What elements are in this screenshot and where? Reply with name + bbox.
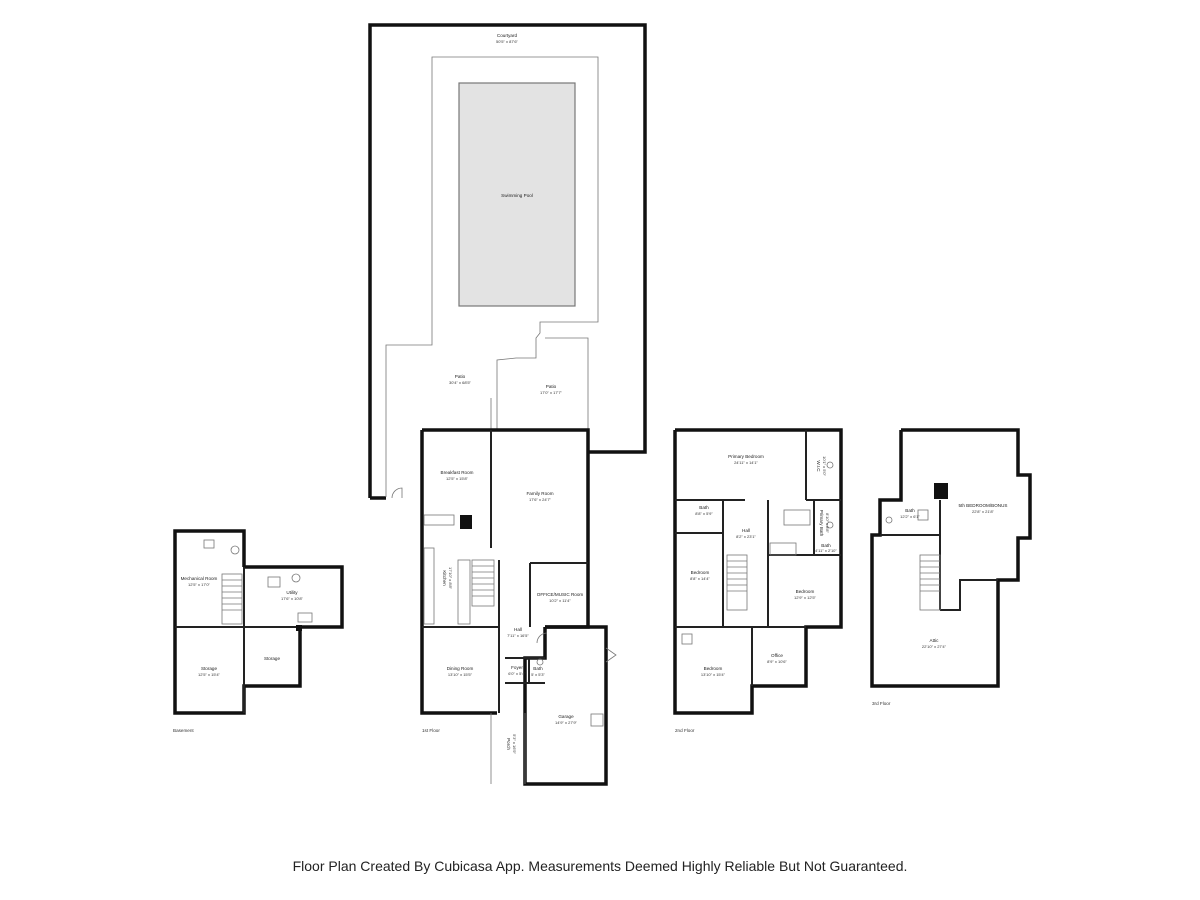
- patio-small-label: Patio: [546, 384, 557, 389]
- bath-1-label: Bath: [533, 666, 543, 671]
- second-floor-label: 2nd Floor: [675, 728, 695, 733]
- office-music-label: OFFICE/MUSIC Room: [537, 592, 584, 597]
- pool-label: Swimming Pool: [501, 193, 533, 198]
- bedroom-a-label: Bedroom: [691, 570, 710, 575]
- bath-4-dims: 12'2" x 6'1": [900, 514, 920, 519]
- bedroom-c-dims: 13'10" x 15'4": [701, 672, 726, 677]
- primary-bedroom-dims: 24'11" x 14'1": [734, 460, 758, 465]
- dining-room-label: Dining Room: [447, 666, 474, 671]
- attic-label: Attic: [930, 638, 940, 643]
- family-room-label: Family Room: [526, 491, 553, 496]
- office-music-dims: 10'2" x 11'4": [549, 598, 571, 603]
- hall-2-label: Hall: [742, 528, 750, 533]
- bath-3-label: Bath: [821, 543, 831, 548]
- mechanical-room-dims: 12'5" x 17'0": [188, 582, 211, 587]
- basement-floor-label: Basement: [173, 728, 194, 733]
- office-2-label: Office: [771, 653, 783, 658]
- bath-2-dims: 8'8" x 5'9": [695, 511, 713, 516]
- storage-2-label: Storage: [264, 656, 281, 661]
- primary-bath-dims: 8'10" x 8'8": [825, 513, 830, 533]
- bath-2-label: Bath: [699, 505, 709, 510]
- foyer-dims: 6'0" x 5'4": [508, 671, 526, 676]
- foyer-label: Foyer: [511, 665, 523, 670]
- utility-label: Utility: [286, 590, 298, 595]
- utility-dims: 17'6" x 10'8": [281, 596, 304, 601]
- courtyard-label: Courtyard: [497, 33, 518, 38]
- kitchen-dims: 17'10" x 8'8": [448, 567, 453, 590]
- bath-3-dims: 4'11" x 2'10": [815, 548, 837, 553]
- first-floor-label: 1st Floor: [422, 728, 440, 733]
- breakfast-room-dims: 12'5" x 15'8": [446, 476, 469, 481]
- storage-1-label: Storage: [201, 666, 218, 671]
- swimming-pool: [458, 82, 576, 307]
- bedroom-c-label: Bedroom: [704, 666, 723, 671]
- third-floor: [870, 428, 1032, 688]
- primary-bath-label: Primary Bath: [819, 510, 824, 537]
- bath-1-dims: 5' x 5'3": [531, 672, 545, 677]
- wic-dims: 10'1" x 5'0": [822, 456, 827, 476]
- mechanical-room-label: Mechanical Room: [181, 576, 218, 581]
- second-floor: [673, 428, 843, 715]
- patio-small-dims: 17'0" x 17'7": [540, 390, 563, 395]
- patio-large-label: Patio: [455, 374, 466, 379]
- basement-floor: [173, 529, 344, 715]
- hall-1-dims: 7'11" x 16'5": [507, 633, 529, 638]
- storage-1-dims: 12'5" x 15'4": [198, 672, 221, 677]
- garage-label: Garage: [558, 714, 574, 719]
- dining-room-dims: 13'10" x 15'5": [448, 672, 473, 677]
- wic-label: W.I.C: [816, 460, 821, 472]
- office-2-dims: 8'9" x 10'6": [767, 659, 787, 664]
- patio-large-dims: 30'4" x 68'5": [449, 380, 472, 385]
- hall-1-label: Hall: [514, 627, 522, 632]
- attic-dims: 22'10" x 27'4": [922, 644, 947, 649]
- bath-4-label: Bath: [905, 508, 915, 513]
- primary-bedroom-label: Primary Bedroom: [728, 454, 764, 459]
- kitchen-label: Kitchen: [442, 570, 447, 586]
- bedroom-a-dims: 8'8" x 14'4": [690, 576, 710, 581]
- porch-label: Porch: [506, 738, 511, 750]
- bonus-room-label: 5th BEDROOM/BONUS: [958, 503, 1007, 508]
- garage-dims: 14'9" x 27'9": [555, 720, 578, 725]
- courtyard-dims: 50'5" x 87'6": [496, 39, 519, 44]
- first-floor: [420, 428, 617, 786]
- bonus-room-dims: 22'8" x 21'8": [972, 509, 995, 514]
- third-floor-label: 3rd Floor: [872, 701, 891, 706]
- breakfast-room-label: Breakfast Room: [441, 470, 474, 475]
- hall-2-dims: 8'2" x 23'1": [736, 534, 756, 539]
- courtyard-area: [368, 23, 647, 500]
- porch-dims: 5'3" x 16'9": [512, 734, 517, 754]
- family-room-dims: 17'6" x 24'7": [529, 497, 552, 502]
- footer-disclaimer: Floor Plan Created By Cubicasa App. Meas…: [292, 858, 908, 874]
- bedroom-b-dims: 12'9" x 12'5": [794, 595, 817, 600]
- bedroom-b-label: Bedroom: [796, 589, 815, 594]
